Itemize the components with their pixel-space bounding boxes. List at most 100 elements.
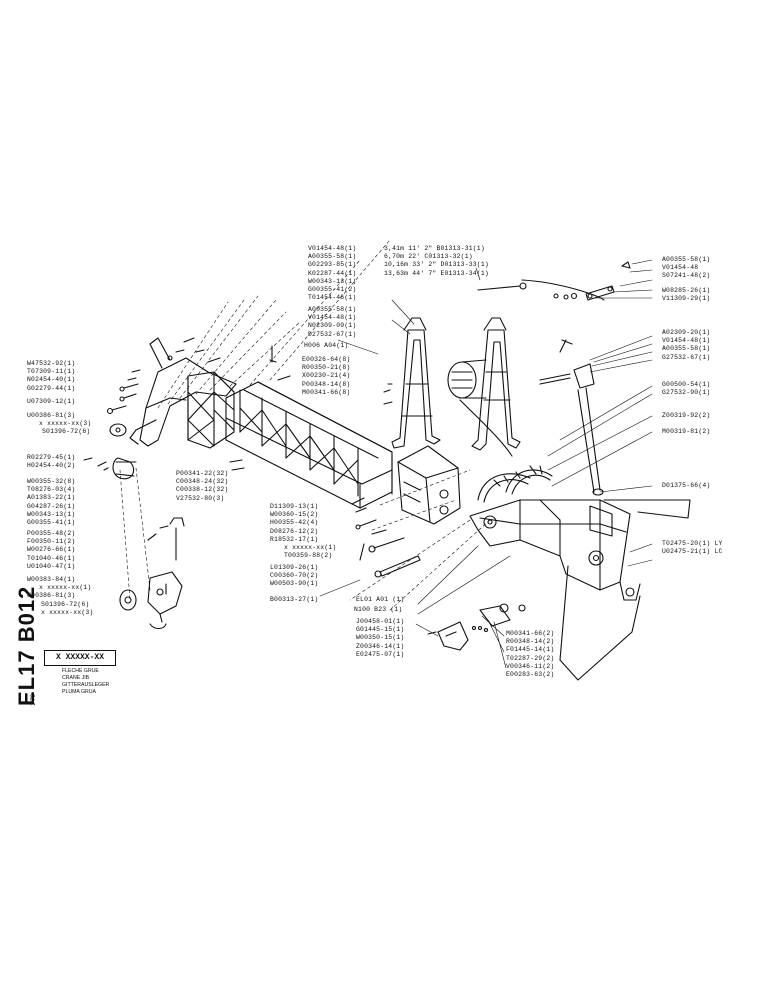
labels-top-right: A00355-58(1) V01454-48 S07241-48(2) (662, 256, 710, 281)
part-label: 6,70m 22' C01313-32(1) (384, 253, 473, 261)
part-label: V27532-80(3) (176, 494, 225, 502)
labels-bottom-j: J00458-01(1) G01445-15(1) W00350-15(1) Z… (356, 618, 404, 659)
part-label: V01454-48(1) (308, 314, 357, 322)
labels-left-r: R02279-45(1) H02454-40(2) (27, 454, 75, 470)
small-parts-bottom (427, 603, 526, 651)
labels-mid-center-2: E00326-64(8) R00350-21(8) X00230-21(4) P… (302, 356, 350, 397)
part-label: M00341-66(2) (506, 630, 555, 637)
part-label: W00383-84(1) (27, 576, 76, 583)
part-label: R00350-21(8) (302, 364, 351, 372)
labels-right-mid-2: G00500-54(1) G27532-90(1) (662, 381, 710, 397)
part-label: W47532-92(1) (27, 360, 76, 367)
part-label: T01040-46(1) (27, 554, 76, 562)
part-label: C00348-24(32) (176, 478, 229, 486)
part-label: T00359-88(2) (284, 552, 333, 560)
part-label: A00355-58(1) (308, 253, 357, 261)
part-label: W00343-13(1) (27, 510, 76, 518)
part-label: J00458-01(1) (356, 618, 405, 625)
labels-bottom-m: M00341-66(2) R00348-14(2) F01445-14(1) T… (506, 630, 554, 679)
part-label: N02309-09(1) (308, 322, 357, 330)
part-label: W00350-15(1) (356, 634, 405, 642)
part-label: V00346-11(2) (506, 662, 555, 670)
part-label: x xxxxx-xx(3) (41, 608, 94, 616)
pins-center (229, 345, 421, 578)
part-label: S07241-48(2) (662, 272, 711, 280)
part-label: G00355-41(2) (308, 285, 357, 293)
part-label: V01454-48(1) (662, 337, 711, 345)
part-label: U01040-47(1) (27, 562, 76, 570)
title-line: FLECHE GRUE (62, 668, 99, 674)
reference-box: X XXXXX-XX (44, 650, 116, 666)
part-label: Z00346-14(1) (356, 642, 405, 650)
a-frames (391, 317, 521, 451)
part-label: D11309-13(1) (270, 503, 319, 510)
part-label: G02293-85(1) (308, 261, 357, 269)
part-label: P00355-48(2) (27, 530, 76, 537)
part-label: T01454-46(1) (308, 294, 357, 302)
part-label: T07309-11(1) (27, 368, 76, 376)
part-label: R02279-45(1) (27, 454, 76, 461)
part-label: E02475-07(1) (356, 650, 405, 658)
superstructure (469, 499, 691, 681)
pendant-rope (477, 279, 605, 301)
part-label: A00355-58(1) (662, 256, 711, 263)
part-label: P00348-14(8) (302, 380, 351, 388)
bottom-block (119, 517, 185, 630)
label-center-b: B00313-27(1) (270, 596, 319, 603)
part-label: W08285-26(1) (662, 287, 711, 294)
labels-center-p: P00341-22(32) C00348-24(32) C00338-12(32… (176, 470, 228, 503)
head-bracket (397, 445, 461, 525)
labels-right-mid: A02309-20(1) V01454-48(1) A00355-58(1) G… (662, 329, 710, 362)
leader-lines (319, 259, 653, 669)
part-label: P00341-22(32) (176, 470, 229, 477)
part-label: T02475-20(1) LY (662, 540, 723, 547)
labels-left-w: W00355-32(8) T08276-03(4) A01383-22(1) G… (27, 478, 75, 527)
part-label: 3,41m 11' 2" B01313-31(1) (384, 245, 485, 252)
part-label: K02287-44(1) (308, 269, 357, 277)
part-label: x xxxxx-xx(3) (39, 420, 92, 428)
part-label: U00386-81(3) (27, 412, 76, 419)
part-label: 10,16m 33' 2" D01313-33(1) (384, 261, 489, 269)
part-label: x xxxxx-xx(1) (284, 543, 337, 551)
part-label: G02279-44(1) (27, 384, 76, 392)
roller-guides (477, 465, 553, 503)
part-label: V01454-48 (662, 264, 699, 272)
sheet-code: EL17 B012 (14, 585, 39, 706)
part-label: R18532-17(1) (270, 535, 319, 543)
lattice-jib-section (225, 381, 393, 509)
part-label: R00348-14(2) (506, 638, 555, 646)
part-label: C00338-12(32) (176, 486, 229, 494)
labels-center-l: L01309-26(1) C00360-70(2) W00503-90(1) (270, 564, 318, 589)
part-label: 13,63m 44' 7" E01313-34(1) (384, 269, 489, 277)
part-label: X00230-21(4) (302, 372, 351, 380)
part-label: H02454-40(2) (27, 462, 76, 470)
part-label: W00276-66(1) (27, 546, 76, 554)
part-label: E00326-64(8) (302, 356, 351, 363)
part-label: S01396-72(6) (42, 428, 91, 436)
label-right-d: D01375-66(4) (662, 482, 711, 489)
label-left-u07: U07309-12(1) (27, 398, 76, 405)
part-label: H00355-42(4) (270, 519, 319, 527)
label-h006: H006 A04(1) (304, 342, 349, 349)
part-label: N02454-40(1) (27, 376, 76, 384)
part-label: G01445-15(1) (356, 626, 405, 634)
label-n100: N100 B23 (1) (354, 606, 403, 613)
labels-left-w2: W00383-84(1) x xxxxx-xx(1) U00386-81(3) … (27, 576, 93, 617)
part-label: S01396-72(6) (41, 600, 90, 608)
sheet-titles: FLECHE GRUE CRANE JIB GITTERAUSLEGER PLU… (62, 668, 109, 696)
label-right-m: M00319-81(2) (662, 428, 711, 435)
part-label: A01383-22(1) (27, 494, 76, 502)
labels-top-center: V01454-48(1) A00355-58(1) G02293-85(1) K… (308, 245, 356, 302)
part-label: A00355-58(1) (662, 345, 711, 353)
labels-left-u00: U00386-81(3) x xxxxx-xx(3) S01396-72(6) (27, 412, 91, 437)
jib-foot-section (129, 337, 237, 449)
part-label: x xxxxx-xx(1) (39, 584, 92, 592)
part-label: G04287-26(1) (27, 502, 76, 510)
labels-mid-center: A00355-58(1) V01454-48(1) N02309-09(1) D… (308, 306, 356, 339)
part-label: V01454-48(1) (308, 245, 357, 252)
part-label: G00355-41(1) (27, 518, 76, 526)
label-right-z: Z00319-92(2) (662, 412, 711, 419)
part-label: V11309-29(1) (662, 295, 711, 303)
part-label: L01309-26(1) (270, 564, 319, 571)
